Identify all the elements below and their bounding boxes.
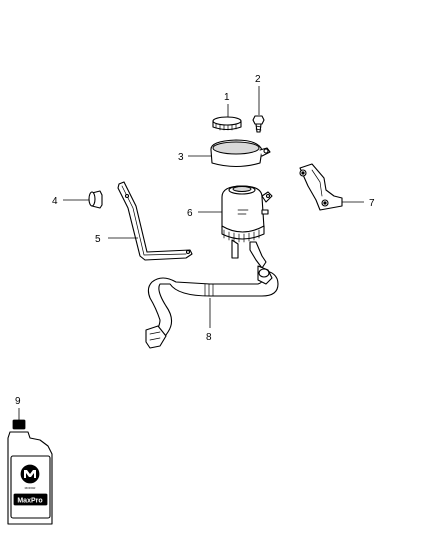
callout-4: 4 bbox=[52, 196, 58, 207]
bottle-mark-subtext: MOPAR bbox=[25, 486, 37, 490]
callout-9: 9 bbox=[15, 396, 21, 407]
callout-3: 3 bbox=[178, 152, 184, 163]
callout-5: 5 bbox=[95, 234, 101, 245]
callout-6: 6 bbox=[187, 208, 193, 219]
part-8-hose[interactable] bbox=[145, 265, 279, 349]
callout-8: 8 bbox=[206, 332, 212, 343]
bottle-brand-label: MaxPro bbox=[17, 498, 42, 505]
part-5-bracket[interactable] bbox=[117, 181, 193, 261]
part-3-cover[interactable] bbox=[210, 139, 271, 168]
part-4-clip[interactable] bbox=[88, 190, 103, 209]
part-9-bottle[interactable]: MOPAR MaxPro bbox=[7, 419, 53, 525]
part-6-reservoir[interactable] bbox=[221, 185, 273, 269]
callout-1: 1 bbox=[224, 92, 230, 103]
callout-7: 7 bbox=[369, 198, 375, 209]
callout-2: 2 bbox=[255, 74, 261, 85]
mopar-m-logo-icon bbox=[20, 464, 40, 484]
part-1-cap[interactable] bbox=[212, 116, 242, 131]
part-7-bracket[interactable] bbox=[299, 163, 343, 211]
part-2-screw[interactable] bbox=[252, 115, 265, 133]
